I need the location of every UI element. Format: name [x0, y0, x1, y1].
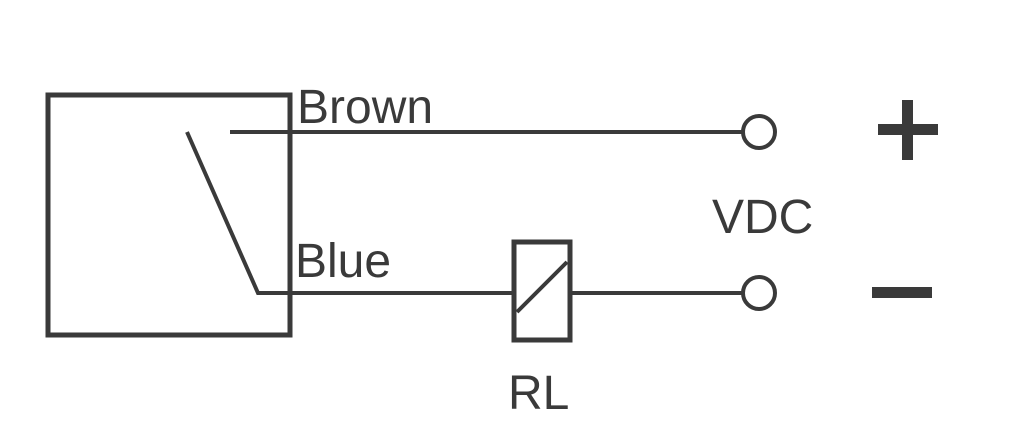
negative-terminal	[741, 275, 777, 311]
brown-wire-label: Brown	[297, 81, 434, 134]
blue-wire-label: Blue	[295, 235, 392, 288]
sensor-box	[45, 92, 293, 338]
positive-terminal	[741, 114, 777, 150]
relay-load-label: RL	[508, 367, 570, 420]
switch-blade	[185, 131, 290, 295]
minus-sign-icon	[872, 287, 932, 298]
relay-coil	[511, 239, 573, 343]
relay-coil-slash	[515, 260, 569, 314]
supply-voltage-label: VDC	[712, 191, 814, 244]
plus-sign-icon	[878, 100, 938, 160]
